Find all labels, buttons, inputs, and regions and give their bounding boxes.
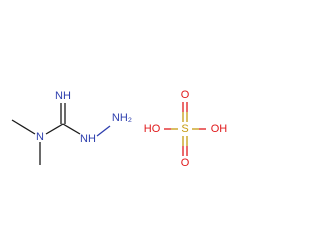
dimethylamine-n-label: N: [36, 131, 44, 143]
hydrazine-n-n-bond: [96, 125, 111, 137]
chemical-structure-canvas: NH N NH NH₂ S O O HO OH: [11, 89, 228, 169]
dimethylguanidine-hydrazine-molecule: NH N NH NH₂: [11, 90, 132, 165]
hydrazine-nh2-label: NH₂: [112, 112, 132, 124]
sulfuric-acid-molecule: S O O HO OH: [144, 89, 228, 169]
sulfur-atom-label: S: [181, 123, 188, 135]
carbon-to-hydrazine-bond: [62, 123, 81, 135]
hydroxyl-left-label: HO: [144, 123, 161, 135]
oxygen-top-label: O: [181, 89, 190, 101]
hydrazine-nh-label: NH: [80, 133, 96, 145]
methyl-bond-upper: [11, 119, 36, 135]
imine-nh-label: NH: [55, 90, 71, 102]
carbon-to-amine-bond: [45, 123, 64, 135]
oxygen-bottom-label: O: [181, 157, 190, 169]
hydroxyl-right-label: OH: [211, 123, 228, 135]
